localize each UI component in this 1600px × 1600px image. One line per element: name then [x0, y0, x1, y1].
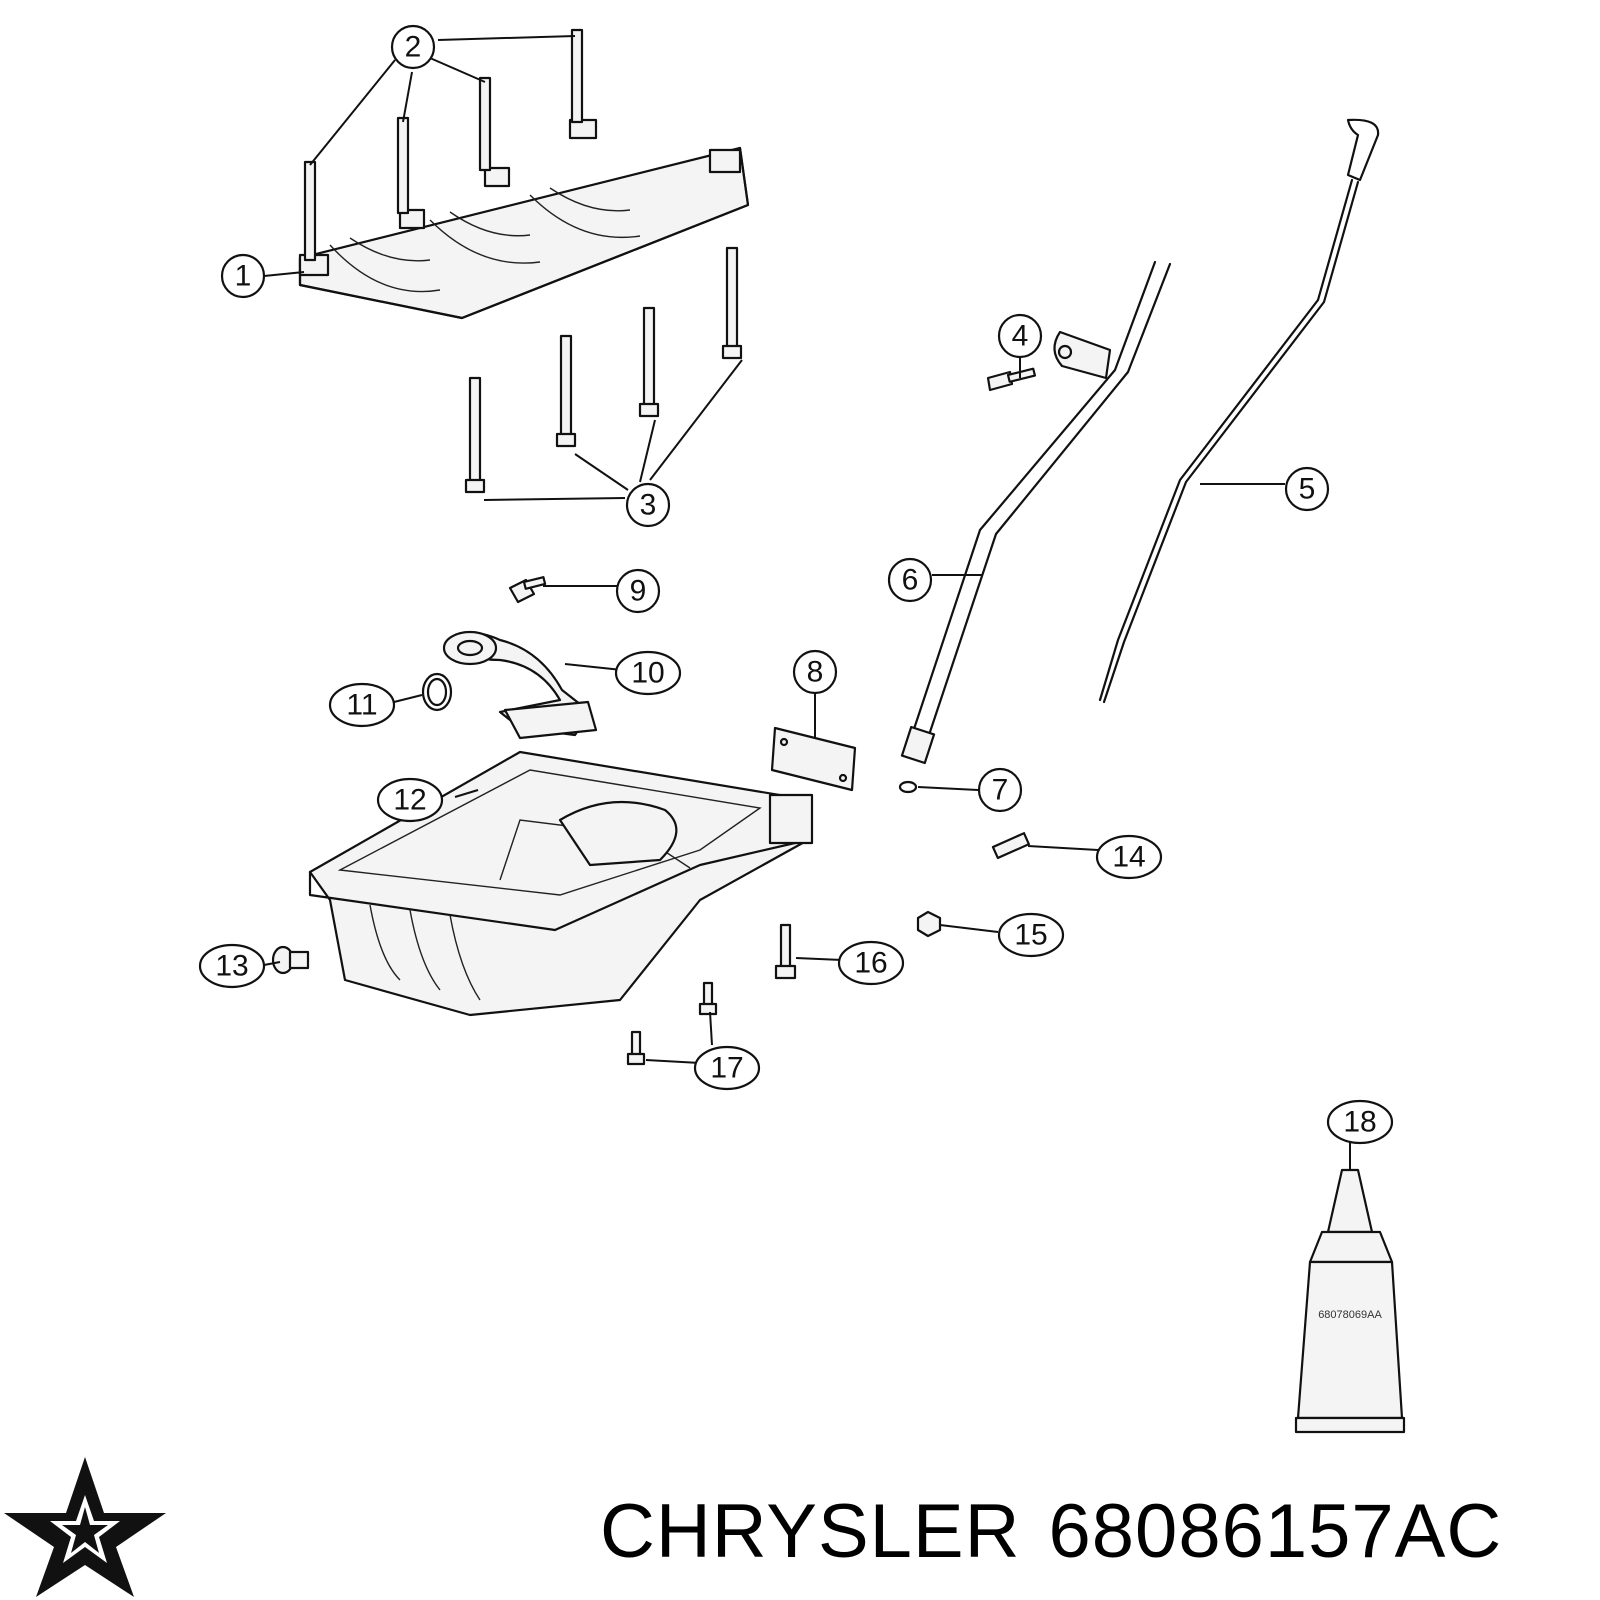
callout-17: 17 — [693, 1045, 761, 1091]
callout-4: 4 — [997, 313, 1043, 359]
callout-11-label: 11 — [346, 689, 377, 722]
tube-bracket-bolt — [986, 367, 1037, 392]
callout-12-label: 12 — [393, 784, 426, 817]
callout-15-label: 15 — [1014, 919, 1047, 952]
callout-9-label: 9 — [630, 575, 647, 608]
callout-18-label: 18 — [1343, 1106, 1376, 1139]
part-number: 68086157AC — [1048, 1489, 1503, 1574]
oil-pan-nut — [916, 910, 942, 938]
callout-12: 12 — [376, 777, 444, 823]
pickup-tube-o-ring — [421, 672, 453, 712]
dipstick-tube-o-ring — [898, 780, 918, 794]
callout-16-label: 16 — [854, 947, 887, 980]
callout-14: 14 — [1095, 834, 1163, 880]
pickup-tube-bolt — [508, 576, 547, 604]
callout-5: 5 — [1284, 466, 1330, 512]
oil-pan-bolt-long — [774, 923, 797, 980]
brand-name: CHRYSLER — [600, 1489, 1021, 1574]
bedplate-bolts — [464, 246, 743, 494]
oil-pickup-tube — [442, 630, 598, 740]
oil-pan — [308, 750, 814, 1017]
callout-8-label: 8 — [807, 656, 824, 689]
callout-2: 2 — [390, 24, 436, 70]
footer-caption: CHRYSLER 68086157AC — [600, 1488, 1530, 1575]
callout-9: 9 — [615, 568, 661, 614]
callout-3-label: 3 — [640, 489, 657, 522]
leader-lines — [263, 35, 1351, 1170]
chrysler-pentastar-icon — [4, 1457, 166, 1597]
oil-pan-bolts-short — [626, 981, 718, 1066]
dowel-pin — [991, 832, 1030, 860]
callout-14-label: 14 — [1112, 841, 1145, 874]
callout-1-label: 1 — [235, 260, 252, 293]
callout-7: 7 — [977, 767, 1023, 813]
callout-8: 8 — [792, 649, 838, 695]
callout-4-label: 4 — [1012, 320, 1029, 353]
callout-13: 13 — [198, 943, 266, 989]
callout-1: 1 — [220, 253, 266, 299]
sealant-tube: 68078069AA — [1294, 1168, 1406, 1434]
callout-15: 15 — [997, 912, 1065, 958]
callout-13-label: 13 — [215, 950, 248, 983]
dipstick — [1098, 118, 1380, 704]
callout-10: 10 — [614, 650, 682, 696]
callout-3: 3 — [625, 482, 671, 528]
drain-plug — [271, 945, 310, 975]
callout-7-label: 7 — [992, 774, 1009, 807]
callout-18: 18 — [1326, 1099, 1394, 1145]
oil-pan-cover-plate — [770, 726, 857, 792]
callout-10-label: 10 — [631, 657, 664, 690]
bedplate-studs — [303, 28, 584, 262]
callout-16: 16 — [837, 940, 905, 986]
callout-2-label: 2 — [405, 31, 422, 64]
callout-6-label: 6 — [902, 564, 919, 597]
callout-6: 6 — [887, 557, 933, 603]
dipstick-tube — [900, 260, 1172, 765]
bedplate-part — [298, 118, 750, 320]
sealant-tube-label: 68078069AA — [1318, 1309, 1382, 1321]
callout-5-label: 5 — [1299, 473, 1316, 506]
callout-11: 11 — [328, 682, 396, 728]
callout-17-label: 17 — [710, 1052, 743, 1085]
